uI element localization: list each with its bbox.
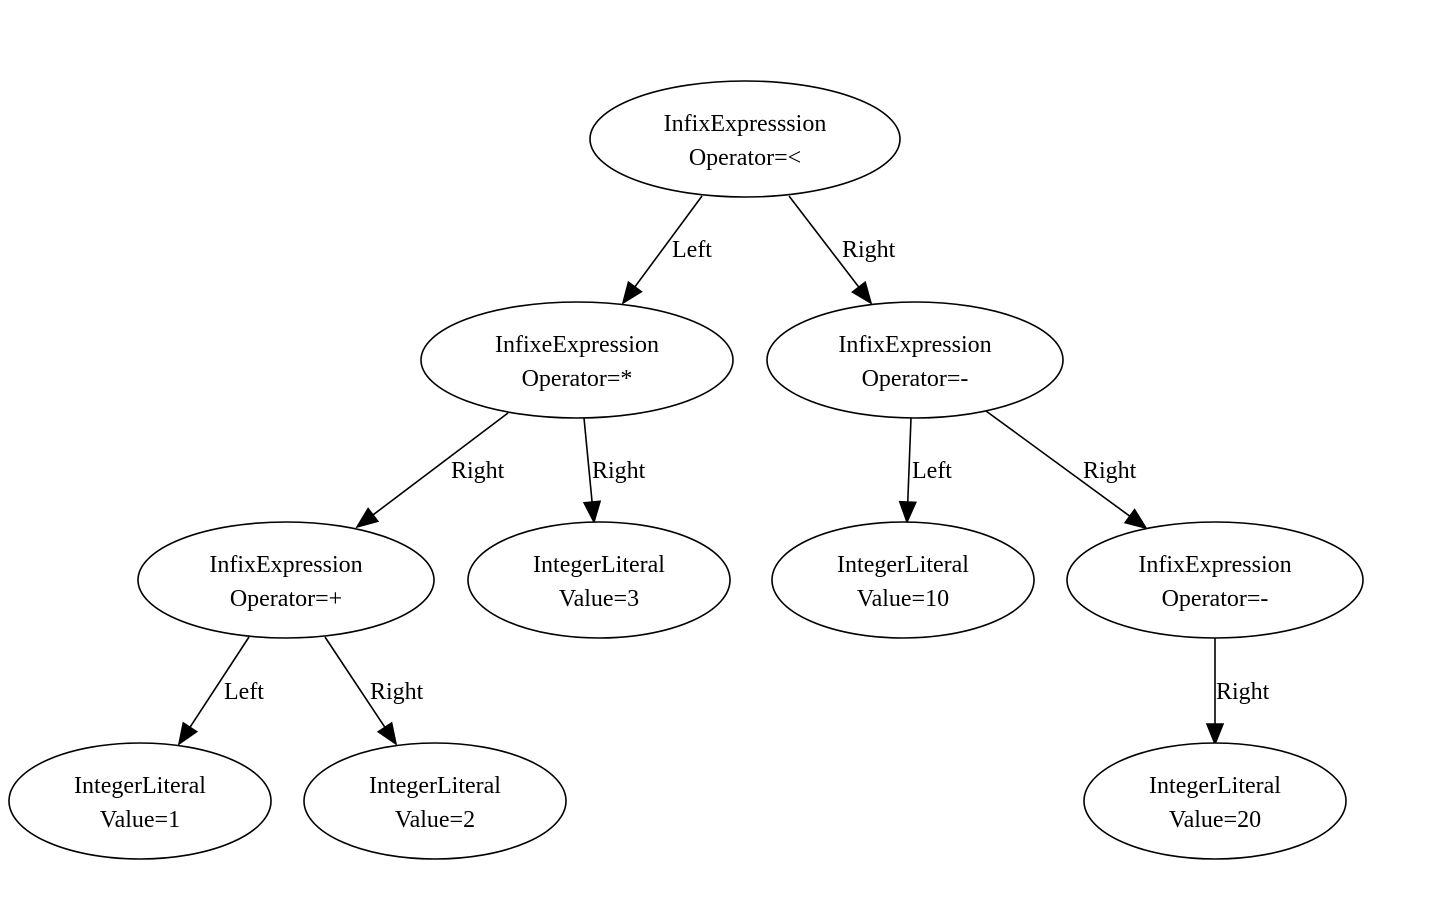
edge-line — [189, 636, 250, 728]
node-ellipse — [137, 521, 435, 639]
node-value-label: Value=20 — [1169, 807, 1261, 833]
arrowhead-icon — [851, 280, 873, 305]
node-type-label: IntegerLiteral — [837, 552, 969, 578]
edge-label: Left — [912, 458, 952, 484]
edge-n2-n6: Right — [985, 410, 1148, 530]
edge-n0-n1: Left — [621, 195, 712, 305]
node-type-label: InfixExpression — [1138, 552, 1291, 578]
edge-n3-n7: Left — [177, 636, 264, 746]
node-type-label: InfixExpresssion — [664, 111, 827, 137]
edge-n0-n2: Right — [788, 195, 896, 305]
node-type-label: InfixExpression — [838, 332, 991, 358]
edge-label: Right — [451, 458, 505, 484]
node-ellipse — [1066, 521, 1364, 639]
node-value-label: Value=10 — [857, 586, 949, 612]
edge-n1-n3: Right — [355, 412, 509, 529]
node-ellipse — [766, 301, 1064, 419]
edge-label: Right — [370, 679, 424, 705]
edge-line — [324, 636, 386, 728]
node-value-label: Value=3 — [559, 586, 639, 612]
node-type-label: IntegerLiteral — [533, 552, 665, 578]
edge-line — [372, 412, 509, 516]
edge-label: Left — [672, 237, 712, 263]
edge-n6-n9: Right — [1205, 638, 1270, 747]
node-value-label: Operator=< — [689, 145, 801, 171]
node-ellipse — [303, 742, 567, 860]
edge-label: Right — [842, 237, 896, 263]
edge-n2-n5: Left — [898, 417, 952, 525]
arrowhead-icon — [177, 721, 199, 746]
node-type-label: InfixeExpression — [495, 332, 659, 358]
arrowhead-icon — [621, 280, 643, 305]
node-type-label: IntegerLiteral — [1149, 773, 1281, 799]
arrowhead-icon — [1205, 723, 1225, 747]
node-value-label: Value=2 — [395, 807, 475, 833]
arrowhead-icon — [376, 721, 398, 746]
edge-line — [788, 195, 860, 288]
node-ellipse — [467, 521, 731, 639]
node-type-label: IntegerLiteral — [369, 773, 501, 799]
node-ellipse — [420, 301, 734, 419]
node-value-label: Operator=- — [1162, 586, 1269, 612]
edge-line — [583, 417, 593, 503]
arrowhead-icon — [1123, 508, 1148, 530]
node-ellipse — [1083, 742, 1347, 860]
node-type-label: InfixExpression — [209, 552, 362, 578]
node-value-label: Operator=* — [522, 366, 633, 392]
edge-n1-n4: Right — [582, 417, 646, 525]
edge-line — [906, 417, 912, 503]
edge-n3-n8: Right — [324, 636, 424, 746]
arrowhead-icon — [582, 500, 602, 525]
arrowhead-icon — [355, 507, 380, 529]
node-ellipse — [771, 521, 1035, 639]
node-value-label: Operator=- — [862, 366, 969, 392]
node-value-label: Value=1 — [100, 807, 180, 833]
node-type-label: IntegerLiteral — [74, 773, 206, 799]
edge-label: Left — [224, 679, 264, 705]
node-ellipse — [8, 742, 272, 860]
edge-line — [634, 195, 703, 288]
node-value-label: Operator=+ — [230, 586, 342, 612]
arrowhead-icon — [898, 500, 917, 525]
edge-label: Right — [1216, 679, 1270, 705]
edge-label: Right — [1083, 458, 1137, 484]
node-ellipse — [589, 80, 901, 198]
edge-line — [985, 410, 1131, 517]
edge-label: Right — [592, 458, 646, 484]
